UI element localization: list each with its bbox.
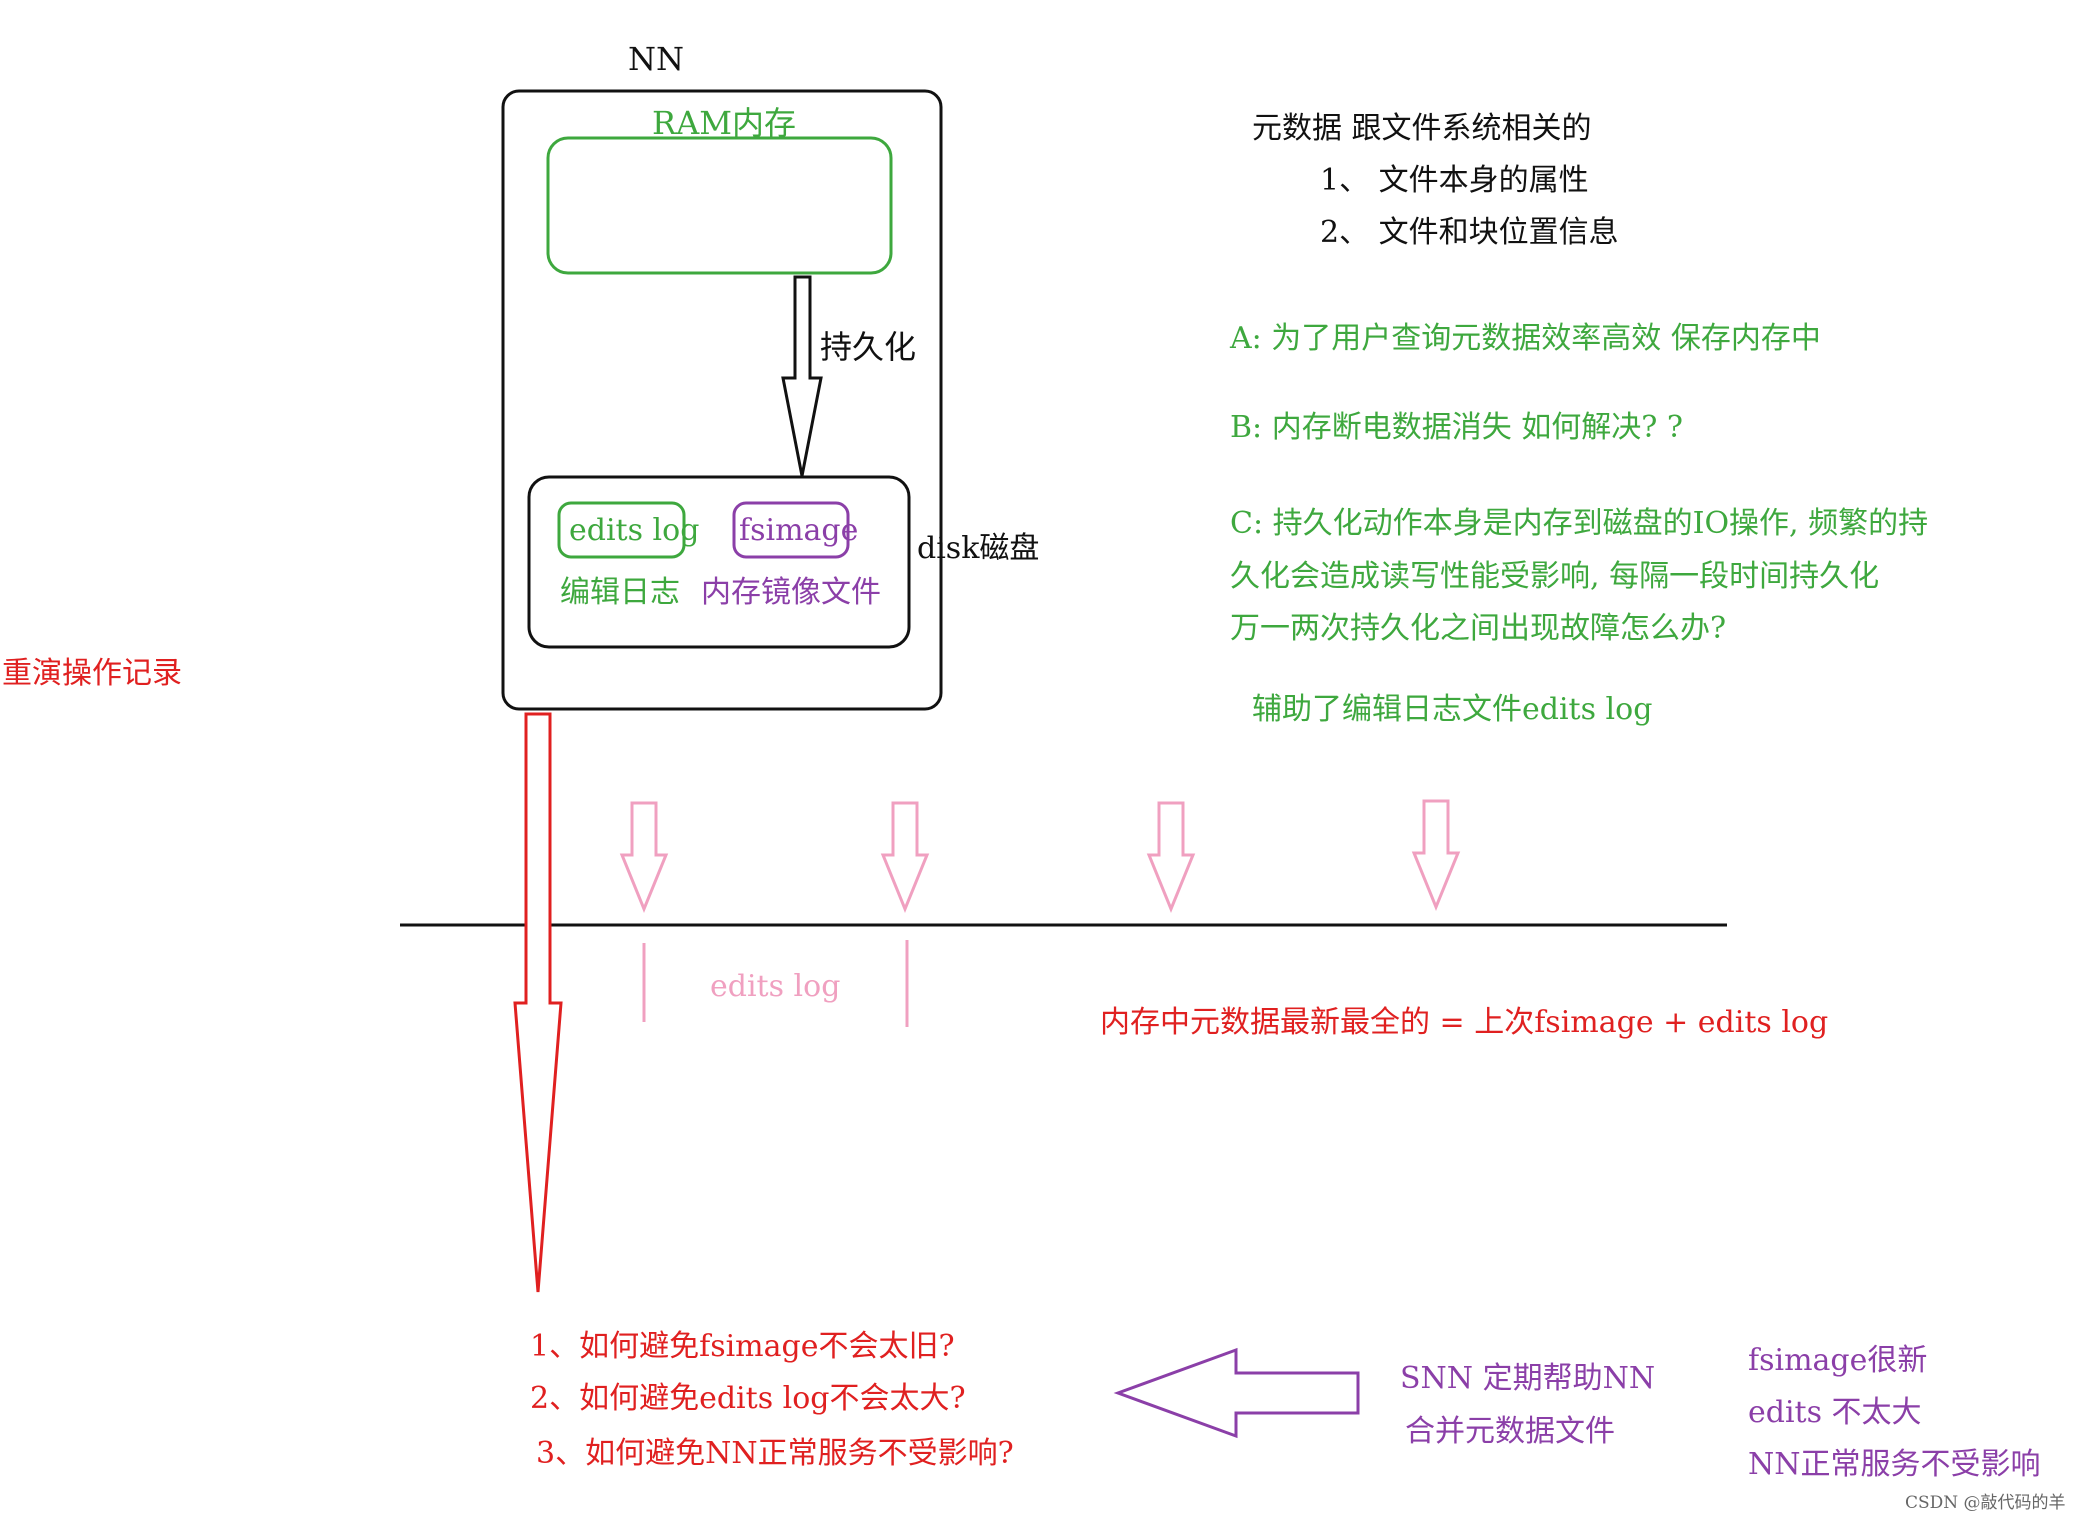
memory-formula: 内存中元数据最新最全的 = 上次fsimage + edits log (1100, 1005, 1828, 1040)
persist-arrow (781, 275, 823, 477)
ram-label: RAM内存 (652, 104, 796, 142)
ram-box (546, 136, 893, 275)
fsimage-desc: 内存镜像文件 (701, 575, 881, 610)
note-assist: 辅助了编辑日志文件edits log (1252, 692, 1652, 727)
disk-label: disk磁盘 (917, 531, 1039, 566)
note-c-line-2: 久化会造成读写性能受影响, 每隔一段时间持久化 (1230, 559, 1879, 594)
nn-title: NN (628, 40, 684, 78)
fsimage-box (732, 501, 850, 559)
nn-box (501, 89, 943, 711)
snn-line-1: SNN 定期帮助NN (1400, 1361, 1655, 1396)
metadata-heading: 元数据 跟文件系统相关的 (1252, 111, 1592, 146)
result-line-3: NN正常服务不受影响 (1748, 1447, 2041, 1482)
note-a: A: 为了用户查询元数据效率高效 保存内存中 (1229, 321, 1821, 356)
persist-label: 持久化 (820, 328, 916, 366)
question-2: 2、如何避免edits log不会太大? (530, 1381, 966, 1416)
result-line-2: edits 不太大 (1748, 1395, 1922, 1430)
edits-desc: 编辑日志 (560, 575, 680, 610)
note-c-line-1: C: 持久化动作本身是内存到磁盘的IO操作, 频繁的持 (1230, 506, 1928, 541)
note-c-line-3: 万一两次持久化之间出现故障怎么办? (1230, 611, 1726, 646)
result-line-1: fsimage很新 (1748, 1343, 1927, 1378)
fsimage-box-label: fsimage (739, 513, 858, 548)
timeline-edits-label: edits log (710, 969, 840, 1004)
question-1: 1、如何避免fsimage不会太旧? (530, 1329, 955, 1364)
question-3: 3、如何避免NN正常服务不受影响? (536, 1436, 1014, 1471)
edit-arrow-1 (619, 801, 669, 913)
watermark: CSDN @敲代码的羊 (1905, 1493, 2066, 1513)
metadata-item-2: 2、 文件和块位置信息 (1320, 215, 1619, 250)
edits-log-box-label: edits log (569, 513, 699, 548)
note-b: B: 内存断电数据消失 如何解决? ? (1230, 410, 1683, 445)
snn-line-2: 合并元数据文件 (1405, 1414, 1615, 1449)
disk-box (527, 475, 911, 649)
edit-arrow-3 (1146, 801, 1196, 913)
edit-arrow-4 (1411, 799, 1461, 911)
edit-arrow-2 (880, 801, 930, 913)
edits-log-box (557, 501, 686, 559)
snn-arrow (1113, 1347, 1360, 1439)
replay-label: 重演操作记录 (2, 656, 182, 691)
metadata-item-1: 1、 文件本身的属性 (1320, 163, 1589, 198)
replay-arrow (513, 712, 563, 1293)
